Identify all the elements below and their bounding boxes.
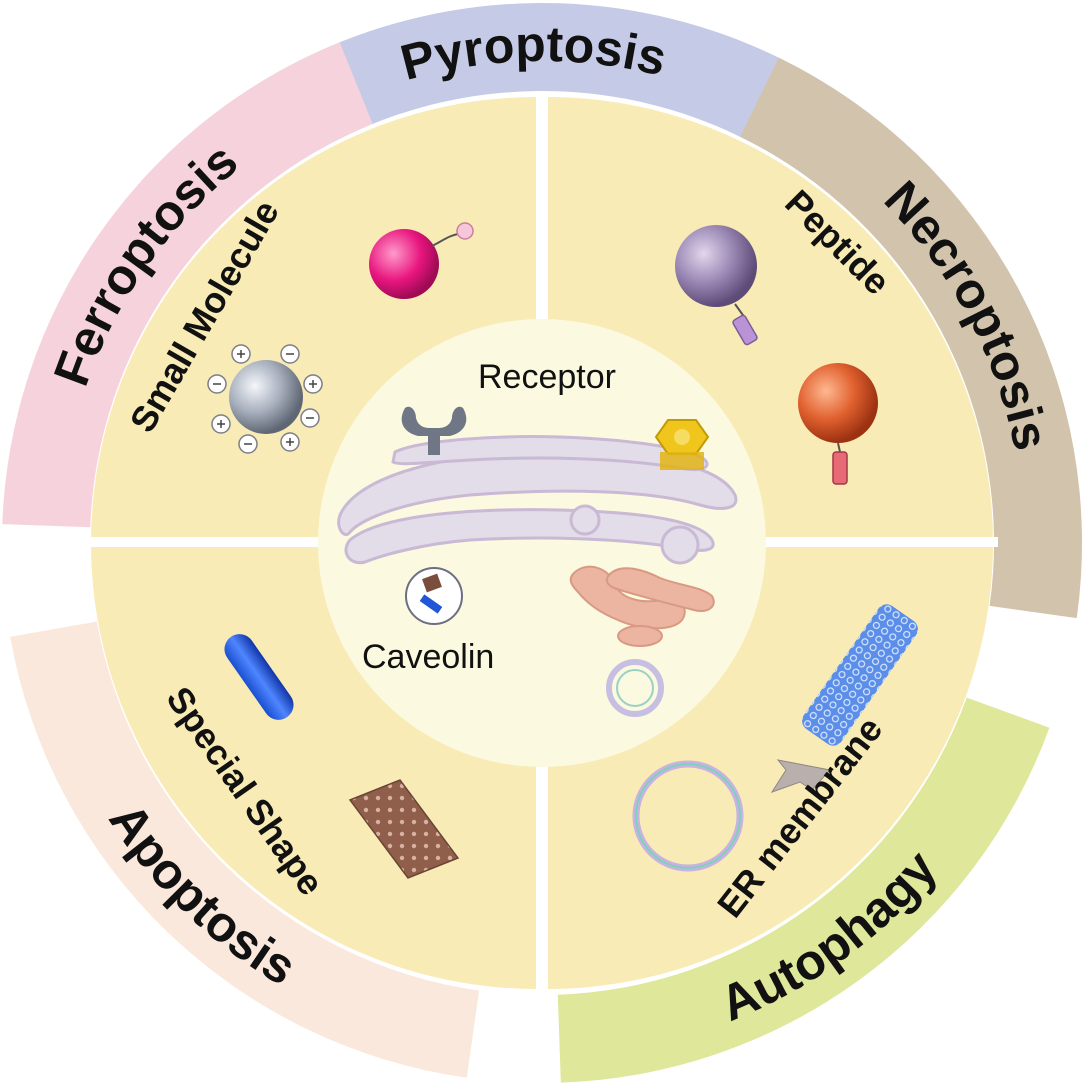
outer-sector-necroptosis: [740, 57, 1082, 619]
charged-nanoparticle-icon: [207, 344, 323, 454]
nanosheet-icon: [348, 779, 460, 879]
membrane-ring-icon: [632, 760, 744, 872]
vesicle-ring-icon: [606, 659, 664, 717]
purple-peptide-nanoparticle-icon: [675, 225, 758, 346]
er-structure-icon: [337, 435, 738, 565]
outer-sector-apoptosis: [10, 621, 480, 1078]
orange-peptide-nanoparticle-icon: [798, 363, 878, 485]
caveolin-label: Caveolin: [362, 638, 494, 676]
nanotube-mesh-icon: [802, 604, 918, 746]
blue-nanorod-icon: [224, 634, 294, 720]
receptor-label: Receptor: [478, 358, 616, 396]
hexagon-receptor-icon: [654, 419, 710, 470]
pink-nanoparticle-icon: [369, 222, 474, 299]
outer-sector-ferroptosis: [2, 42, 373, 528]
arrow-icon: [770, 759, 831, 793]
outer-sector-autophagy: [557, 697, 1050, 1083]
receptor-icon: [401, 406, 467, 455]
caveolin-icon: [405, 567, 463, 625]
mitochondria-icon: [569, 565, 715, 647]
